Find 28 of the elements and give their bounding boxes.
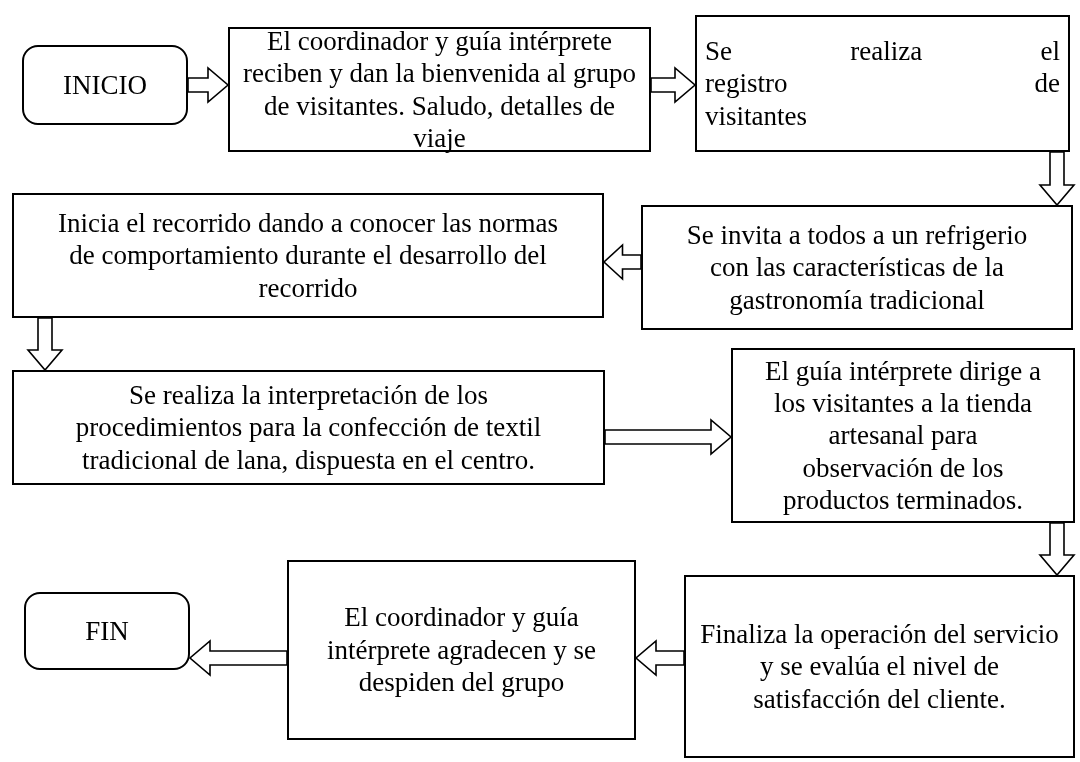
process-box [695, 15, 1070, 152]
block-arrow [188, 639, 288, 677]
step-text: FIN [84, 614, 130, 648]
step-text: INICIO [62, 68, 148, 102]
step-text: Inicia el recorrido dando a conocer las normas de comportamiento durante el desarrollo del recorrido [57, 206, 559, 305]
block-arrow [650, 66, 697, 104]
process-box [287, 560, 636, 740]
block-arrow [187, 66, 230, 104]
block-arrow [26, 317, 64, 372]
block-arrow [1038, 522, 1076, 577]
terminal-box [22, 45, 188, 125]
block-arrow [604, 418, 733, 456]
process-box [12, 193, 604, 318]
step-text: Se realiza la interpretación de los procedimientos para la confección de textil tradicional de lana, dispuesta en el centro. [74, 378, 543, 477]
process-box [12, 370, 605, 485]
process-box [684, 575, 1075, 758]
terminal-box [24, 592, 190, 670]
step-text: El coordinador y guía intérprete reciben y dan la bienvenida al grupo de visitantes. Saludo, detalles de viaje [242, 24, 637, 155]
step-text: Finaliza la operación del servicio y se evalúa el nivel de satisfacción del cliente. [699, 617, 1060, 716]
step-text: El coordinador y guía intérprete agradecen y se despiden del grupo [325, 601, 598, 699]
process-box [641, 205, 1073, 330]
step-text: El guía intérprete dirige a los visitantes a la tienda artesanal para observación de los productos terminados. [764, 354, 1042, 517]
step-text: Se invita a todos a un refrigerio con las características de la gastronomía tradicional [685, 218, 1029, 317]
process-box [731, 348, 1075, 523]
block-arrow [1038, 151, 1076, 207]
block-arrow [634, 639, 685, 677]
step-text: Se realiza el registro de visitantes [705, 34, 1060, 133]
block-arrow [602, 243, 642, 281]
